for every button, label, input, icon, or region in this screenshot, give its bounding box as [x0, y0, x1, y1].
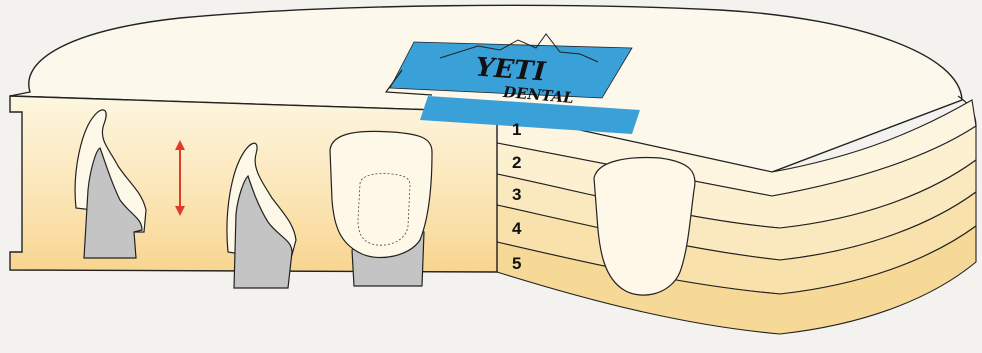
layer-label-3: 3 [512, 185, 521, 204]
tooth-4 [593, 156, 696, 296]
tooth-1 [74, 109, 147, 259]
tooth-3-inner-core [357, 173, 411, 246]
layer-label-5: 5 [512, 254, 521, 273]
logo-blue-strip [420, 96, 640, 134]
layer-label-1: 1 [512, 120, 521, 139]
tooth-1-core [83, 147, 143, 259]
double-arrow-vertical-icon [175, 140, 185, 216]
tooth-2 [226, 142, 297, 289]
mountain-logo-icon [439, 33, 599, 63]
tooth-2-core [233, 174, 293, 289]
logo-bracket [384, 69, 433, 96]
tooth-3 [329, 130, 433, 287]
layer-number-labels: 1 2 3 4 5 [512, 120, 522, 273]
layer-label-4: 4 [512, 219, 522, 238]
brand-name: YETI [475, 53, 548, 88]
tooth-4-outline [593, 156, 696, 296]
layer-label-2: 2 [512, 153, 521, 172]
tooth-3-crown [329, 130, 433, 259]
logo-blue-panel [389, 41, 633, 99]
brand-logo: YETI DENTAL [384, 33, 640, 134]
side-band-5 [496, 224, 977, 335]
